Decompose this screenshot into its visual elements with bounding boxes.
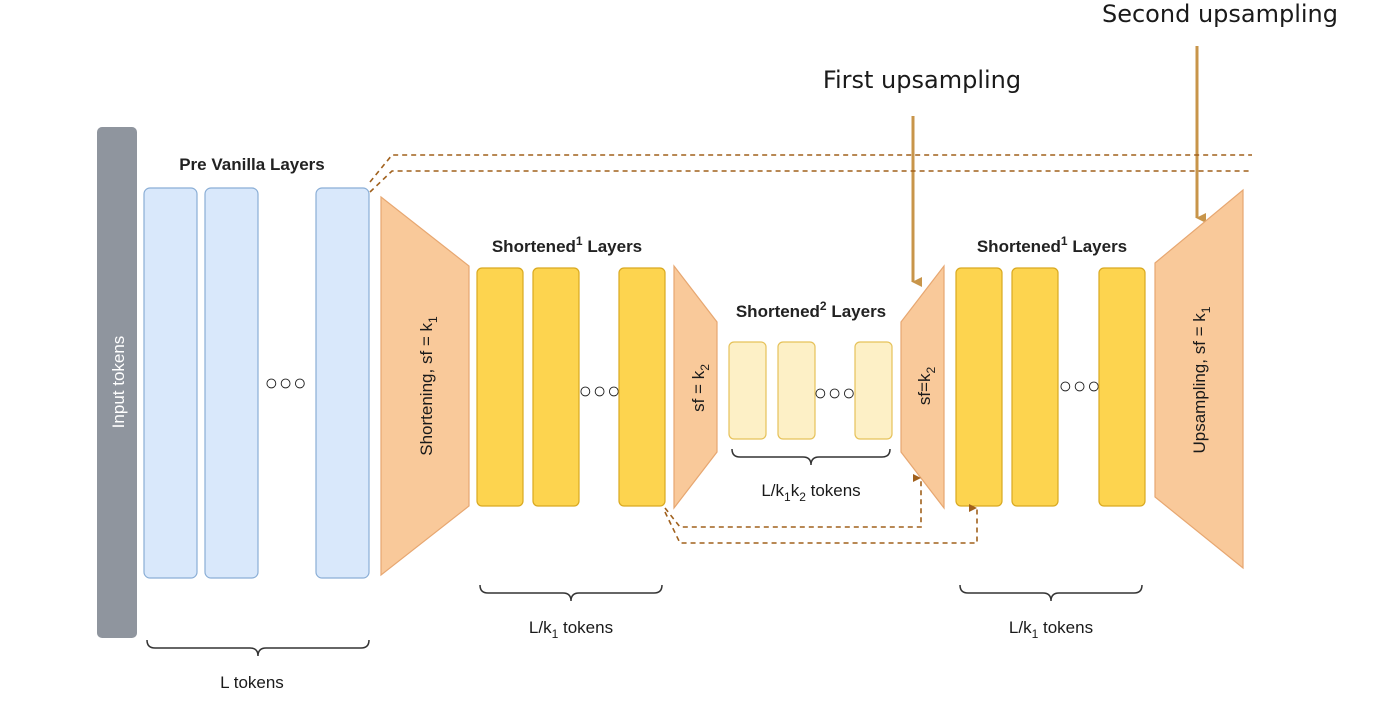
vanilla-layer-1 [143,187,198,579]
upsampling-block [1154,188,1244,570]
shortened1-left-brace-label: L/k1 tokens [529,618,613,641]
downsample2-block [673,264,718,510]
input-tokens-label: Input tokens [109,336,128,429]
vanilla-layer-n [315,187,370,579]
upsampling-label: Upsampling, sf = k1 [1190,306,1213,453]
second-upsampling-label: Second upsampling [1102,0,1338,28]
shortened1-right-brace [959,584,1143,602]
skip-connection-outer [664,504,978,544]
upsample2-label: sf=k2 [915,367,938,406]
shortened2-brace [731,448,891,466]
shortened1-right-layer-2 [1011,267,1059,507]
upsample2-block [900,264,945,510]
vanilla-brace-label: L tokens [220,673,284,692]
shortened1-left-header: Shortened1 Layers [492,234,642,256]
shortened1-left-layer-n [618,267,666,507]
shortened1-left-ellipsis: ○○○ [579,378,622,403]
shortened1-right-layer-1 [955,267,1003,507]
shortened1-right-header: Shortened1 Layers [977,234,1127,256]
shortened1-left-layer-2 [532,267,580,507]
input-tokens-bar [97,127,137,638]
shortened1-left-brace [479,584,663,602]
residual-line-outer [369,154,1252,183]
downsample2-label: sf = k2 [689,364,712,412]
residual-line-inner [369,170,1252,193]
shortened2-layer-2 [777,341,816,440]
shortened1-left-layer-1 [476,267,524,507]
first-upsampling-label: First upsampling [823,66,1021,94]
shortened1-right-brace-label: L/k1 tokens [1009,618,1093,641]
shortening-block [380,195,470,577]
shortened1-right-layer-n [1098,267,1146,507]
shortened2-ellipsis: ○○○ [814,380,857,405]
shortened2-layer-n [854,341,893,440]
skip-connection-inner [664,474,922,528]
vanilla-ellipsis: ○○○ [265,370,308,395]
shortened2-brace-label: L/k1k2 tokens [761,481,860,504]
vanilla-layer-2 [204,187,259,579]
pre-vanilla-header: Pre Vanilla Layers [179,155,325,174]
vanilla-brace [146,639,370,657]
shortening-label: Shortening, sf = k1 [417,316,440,456]
shortened2-header: Shortened2 Layers [736,299,886,321]
shortened1-right-ellipsis: ○○○ [1059,373,1102,398]
shortened2-layer-1 [728,341,767,440]
